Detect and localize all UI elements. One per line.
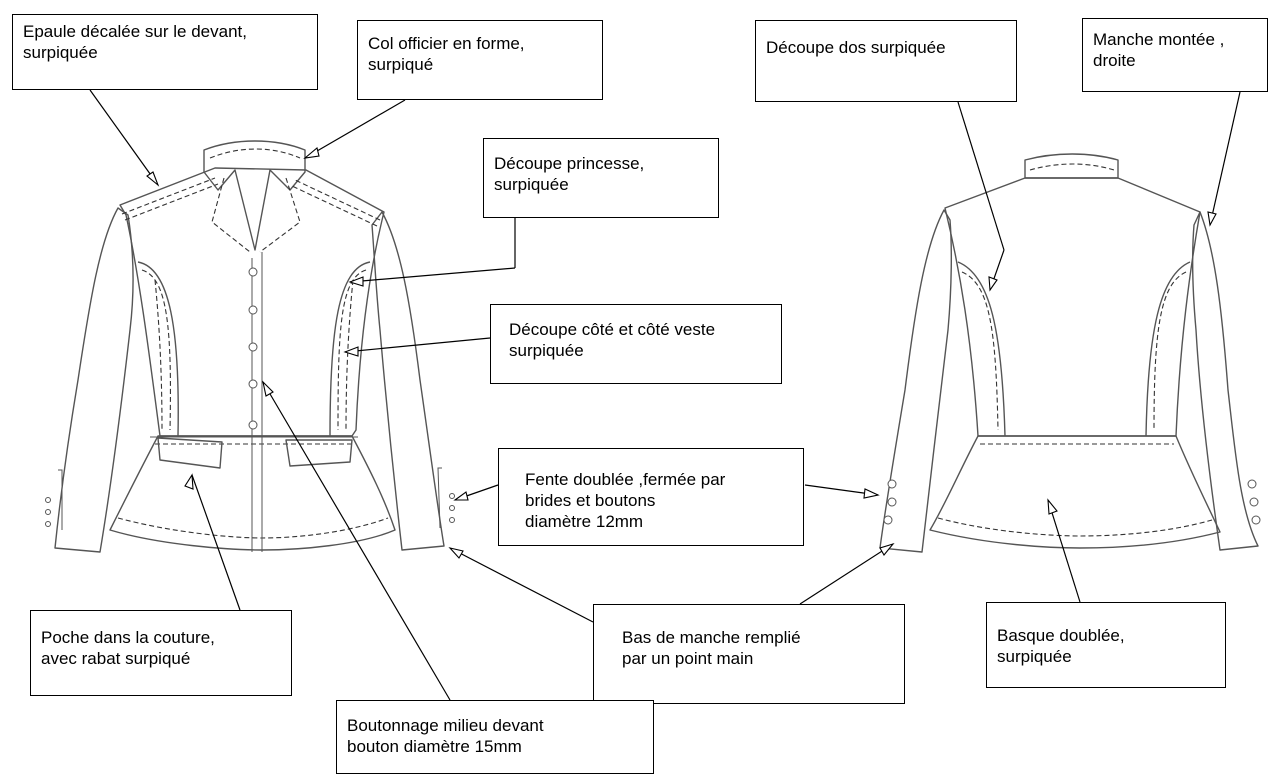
label-epaule: Epaule décalée sur le devant, surpiquée <box>12 14 318 90</box>
cuff-button <box>449 505 455 511</box>
label-basque: Basque doublée, surpiquée <box>986 602 1226 688</box>
label-decoupe-dos: Découpe dos surpiquée <box>755 20 1017 102</box>
collar-stitch <box>209 148 301 159</box>
back-collar <box>1024 153 1119 179</box>
back-cuff-button <box>887 497 897 507</box>
princess-seam-left <box>137 261 179 437</box>
side-stitch-left <box>154 279 163 431</box>
back-seam-left <box>957 261 1006 437</box>
shoulder-right-stitch-2 <box>291 185 378 227</box>
cuff-button <box>45 497 51 503</box>
front-right-sleeve <box>371 211 445 551</box>
princess-seam-right <box>329 261 371 437</box>
princess-stitch-left <box>141 269 171 431</box>
side-stitch-right <box>345 279 354 431</box>
cuff-button <box>449 517 455 523</box>
princess-stitch-right <box>337 269 367 431</box>
back-cuff-button <box>1251 515 1261 525</box>
cuff-button <box>45 521 51 527</box>
label-manche: Manche montée , droite <box>1082 18 1268 92</box>
pocket-flap-left <box>157 437 223 469</box>
front-button <box>248 420 258 430</box>
cuff-vent-left <box>58 469 63 530</box>
back-cuff-button <box>887 479 897 489</box>
label-fente: Fente doublée ,fermée par brides et bout… <box>498 448 804 546</box>
jacket-back-view <box>879 153 1261 553</box>
label-bas-manche: Bas de manche remplié par un point main <box>593 604 905 704</box>
label-boutonnage: Boutonnage milieu devant bouton diamètre… <box>336 700 654 774</box>
shoulder-left-stitch-2 <box>124 183 219 221</box>
leader-lines <box>89 89 1241 701</box>
cuff-button <box>449 493 455 499</box>
front-button <box>248 342 258 352</box>
peplum-hem-stitch <box>117 517 389 539</box>
back-stitch-right <box>1153 271 1187 431</box>
back-collar-stitch <box>1029 163 1115 171</box>
cuff-vent-right <box>437 467 442 529</box>
front-bodice <box>119 167 385 437</box>
back-cuff-button <box>883 515 893 525</box>
jacket-front-view <box>45 140 455 553</box>
front-button <box>248 267 258 277</box>
label-poche: Poche dans la couture, avec rabat surpiq… <box>30 610 292 696</box>
shoulder-right-stitch <box>294 179 381 221</box>
back-cuff-button <box>1249 497 1259 507</box>
front-collar <box>203 140 306 251</box>
back-cuff-button <box>1247 479 1257 489</box>
back-peplum <box>929 435 1221 549</box>
label-cote: Découpe côté et côté veste surpiquée <box>490 304 782 384</box>
front-button <box>248 379 258 389</box>
cuff-button <box>45 509 51 515</box>
front-left-sleeve <box>54 207 134 553</box>
pocket-flap-right <box>285 439 353 467</box>
label-princesse: Découpe princesse, surpiquée <box>483 138 719 218</box>
shoulder-left-stitch <box>121 177 216 215</box>
front-button <box>248 305 258 315</box>
back-left-sleeve <box>879 209 952 553</box>
back-seam-right <box>1145 261 1191 437</box>
back-stitch-left <box>961 271 999 431</box>
back-bodice <box>944 177 1201 437</box>
back-hem-stitch <box>937 517 1213 537</box>
back-right-sleeve <box>1192 211 1259 551</box>
label-col: Col officier en forme, surpiqué <box>357 20 603 100</box>
